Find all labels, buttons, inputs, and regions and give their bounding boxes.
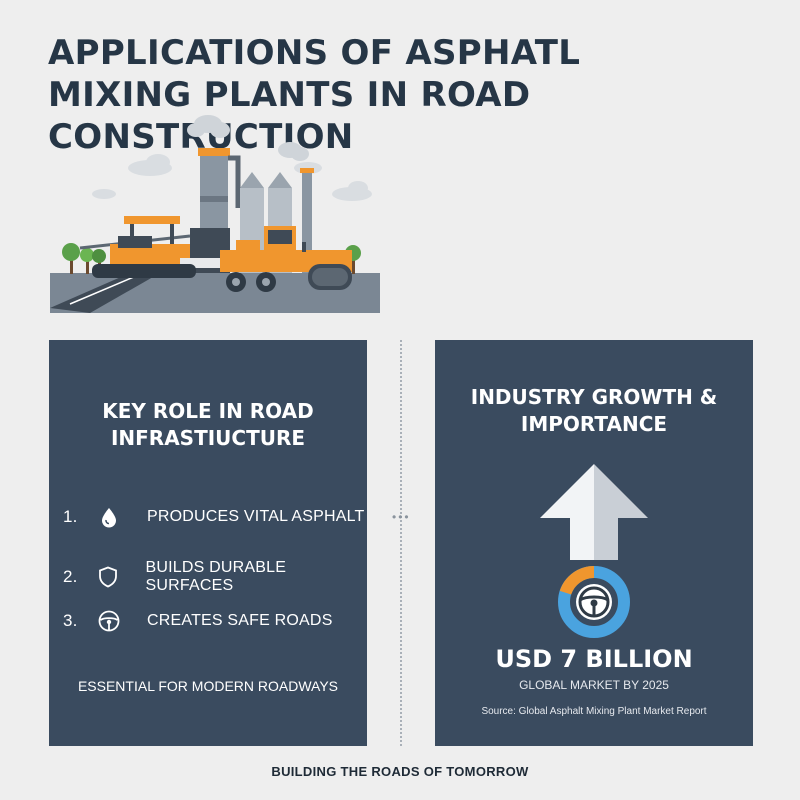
up-arrow-icon <box>540 464 648 560</box>
key-role-note: ESSENTIAL FOR MODERN ROADWAYS <box>77 678 339 694</box>
footer-tagline: BUILDING THE ROADS OF TOMORROW <box>271 764 529 779</box>
industry-growth-card: INDUSTRY GROWTH & IMPORTANCE USD 7 BILLI… <box>435 340 753 746</box>
droplet-icon <box>97 505 121 529</box>
list-item-label: PRODUCES VITAL ASPHALT <box>147 508 365 525</box>
market-value-caption: GLOBAL MARKET BY 2025 <box>519 678 669 692</box>
industry-growth-heading-line-1: INDUSTRY GROWTH & <box>470 385 718 409</box>
road-construction-illustration <box>50 115 380 313</box>
source-note: Source: Global Asphalt Mixing Plant Mark… <box>481 706 707 717</box>
key-role-heading: KEY ROLE IN ROAD INFRASTIUCTURE <box>49 398 367 452</box>
divider <box>400 340 402 746</box>
steering-wheel-icon <box>97 609 121 633</box>
paver-icon <box>92 216 220 278</box>
list-item-label: BUILDS DURABLE SURFACES <box>145 559 287 594</box>
list-item-safe-roads: 3. CREATES SAFE ROADS <box>63 606 333 636</box>
list-number: 3. <box>63 611 78 630</box>
key-role-heading-line-1: KEY ROLE IN ROAD <box>102 399 314 423</box>
divider-marker: ••• <box>392 510 411 524</box>
industry-growth-heading: INDUSTRY GROWTH & IMPORTANCE <box>435 384 753 438</box>
list-item-label: CREATES SAFE ROADS <box>147 612 333 629</box>
smoke-icon <box>187 115 309 161</box>
list-number: 2. <box>63 567 78 586</box>
cloud-icon <box>92 154 372 201</box>
list-number: 1. <box>63 507 78 526</box>
key-role-heading-line-2: INFRASTIUCTURE <box>110 426 306 450</box>
road-roller-icon <box>220 226 352 292</box>
shield-icon <box>96 565 120 589</box>
industry-growth-heading-line-2: IMPORTANCE <box>520 412 668 436</box>
market-value: USD 7 BILLION <box>495 645 693 673</box>
title-line-1: APPLICATIONS OF ASPHATL <box>48 33 581 73</box>
key-role-card: KEY ROLE IN ROAD INFRASTIUCTURE 1. PRODU… <box>49 340 367 746</box>
page-title: APPLICATIONS OF ASPHATL MIXING PLANTS IN… <box>48 32 768 158</box>
list-item-asphalt: 1. PRODUCES VITAL ASPHALT <box>63 502 365 532</box>
steering-wheel-gauge-icon <box>558 566 630 638</box>
list-item-surfaces: 2. BUILDS DURABLE SURFACES <box>63 559 367 594</box>
